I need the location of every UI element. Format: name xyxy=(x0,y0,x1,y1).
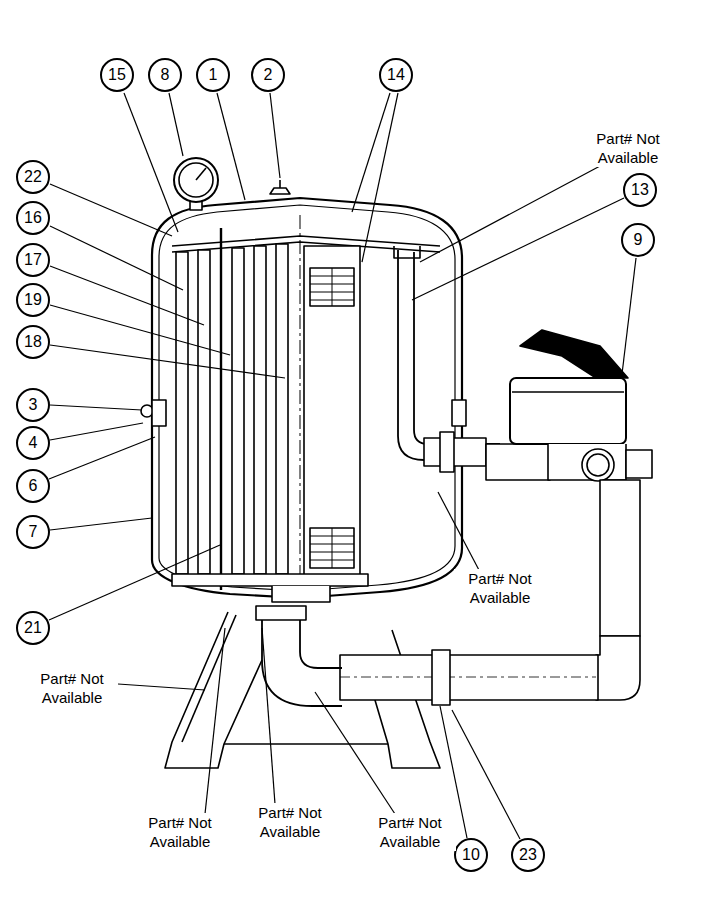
callout-circle: 19 xyxy=(16,283,50,317)
callout-circle: 1 xyxy=(196,58,230,92)
callout-number: 10 xyxy=(462,847,480,863)
callout-number: 19 xyxy=(24,292,42,308)
callout-circle: 8 xyxy=(148,58,182,92)
part-note: Part# Not Available xyxy=(364,813,456,851)
callout-number: 7 xyxy=(29,524,38,540)
callout-number: 17 xyxy=(24,252,42,268)
part-note: Part# Not Available xyxy=(454,569,546,607)
part-note: Part# Not Available xyxy=(26,669,118,707)
callout-circle: 17 xyxy=(16,243,50,277)
callout-number: 1 xyxy=(209,67,218,83)
callout-circle: 13 xyxy=(623,173,657,207)
part-note: Part# Not Available xyxy=(582,129,674,167)
callout-number: 2 xyxy=(264,67,273,83)
callout-circle: 9 xyxy=(621,223,655,257)
callout-circle: 2 xyxy=(251,58,285,92)
callout-circle: 10 xyxy=(454,838,488,872)
callout-circle: 22 xyxy=(16,160,50,194)
callout-number: 14 xyxy=(387,67,405,83)
callout-number: 22 xyxy=(24,169,42,185)
callout-circle: 6 xyxy=(16,469,50,503)
callout-number: 18 xyxy=(24,334,42,350)
callout-circle: 21 xyxy=(16,611,50,645)
callout-number: 15 xyxy=(108,67,126,83)
callout-number: 21 xyxy=(24,620,42,636)
callout-number: 13 xyxy=(631,182,649,198)
callout-number: 3 xyxy=(29,397,38,413)
callout-number: 9 xyxy=(634,232,643,248)
callout-circle: 16 xyxy=(16,201,50,235)
callout-circle: 4 xyxy=(16,426,50,460)
callout-number: 8 xyxy=(161,67,170,83)
part-note: Part# Not Available xyxy=(134,813,226,851)
callout-number: 23 xyxy=(519,847,537,863)
part-note: Part# Not Available xyxy=(244,803,336,841)
callout-circle: 15 xyxy=(100,58,134,92)
callout-number: 6 xyxy=(29,478,38,494)
callout-circle: 3 xyxy=(16,388,50,422)
callout-circle: 23 xyxy=(511,838,545,872)
callout-circle: 14 xyxy=(379,58,413,92)
callout-number: 4 xyxy=(29,435,38,451)
callout-circle: 18 xyxy=(16,325,50,359)
callout-circle: 7 xyxy=(16,515,50,549)
callout-number: 16 xyxy=(24,210,42,226)
